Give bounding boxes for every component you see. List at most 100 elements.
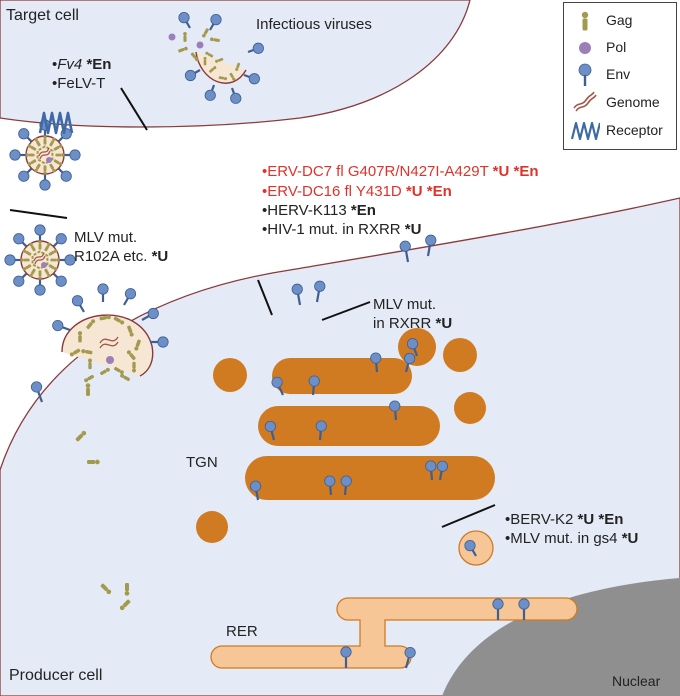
virus-mlv-r102a	[4, 224, 76, 296]
env-protein	[315, 420, 327, 441]
env-protein	[204, 84, 216, 101]
env-protein	[57, 167, 72, 182]
legend-item-receptor: Receptor	[564, 119, 676, 143]
env-protein	[64, 149, 81, 161]
gag-protein	[49, 163, 56, 173]
gag-protein	[27, 159, 37, 166]
gag-protein	[183, 31, 187, 42]
producer-cell	[0, 197, 680, 696]
receptor-icon	[570, 121, 600, 141]
annotation-herv-k113-tag: *En	[350, 202, 376, 219]
env-protein	[324, 475, 336, 496]
tgn-label: TGN	[186, 454, 218, 471]
env-icon	[578, 63, 592, 86]
env-protein	[52, 233, 67, 248]
env-protein	[243, 73, 260, 85]
annotation-mlv-rxrr-line2: in RXRR *U	[373, 315, 452, 333]
env-protein	[389, 400, 401, 421]
gag-protein	[218, 76, 228, 81]
block-line-target	[120, 87, 148, 131]
gag-protein	[100, 583, 112, 595]
gag-icon	[581, 11, 589, 31]
env-protein	[4, 254, 21, 266]
annotation-erv-dc7-tag: *U *En	[492, 163, 539, 180]
annotation-erv-dc7-text: •ERV-DC7 fl G407R/N427I-A429T	[262, 163, 493, 180]
legend-label-pol: Pol	[606, 39, 627, 55]
env-protein	[18, 167, 33, 182]
annotation-felv-name: FeLV-T	[57, 75, 106, 92]
gag-protein	[44, 242, 51, 252]
legend-item-pol: Pol	[564, 36, 676, 60]
gag-protein	[229, 72, 236, 81]
gag-protein	[29, 268, 36, 278]
infectious-virus-entering	[168, 12, 264, 104]
block-line-gs4	[441, 504, 496, 528]
virus-bound-receptor	[9, 119, 81, 191]
env-protein	[370, 352, 382, 373]
env-protein	[30, 381, 44, 403]
annotation-mlv-r102a-text: R102A etc.	[74, 248, 152, 265]
env-protein	[34, 224, 46, 241]
gag-protein	[50, 258, 60, 262]
nuclear-label: Nuclear	[612, 673, 661, 689]
annotation-herv-k113-text: •HERV-K113	[262, 202, 351, 219]
annotation-berv-k2: •BERV-K2 *U *En	[505, 511, 623, 529]
annotation-felv-bullet: •	[52, 75, 58, 92]
annotation-mlv-rxrr-line1: MLV mut.	[373, 296, 437, 313]
pol-particle	[196, 41, 204, 49]
legend-label-receptor: Receptor	[606, 122, 663, 138]
env-protein	[150, 336, 169, 348]
annotation-fv4-bullet: •	[52, 56, 58, 73]
vesicle-gs4	[458, 530, 494, 566]
gag-protein	[53, 144, 63, 151]
gag-protein	[85, 383, 91, 396]
gag-protein	[84, 374, 95, 383]
legend-item-env: Env	[564, 63, 676, 87]
env-protein	[264, 420, 276, 441]
gag-protein	[120, 373, 131, 382]
gag-protein	[132, 361, 136, 373]
block-line-membrane	[257, 279, 273, 316]
block-line-left	[9, 209, 68, 219]
annotation-mlv-r102a-line2: R102A etc. *U	[74, 248, 168, 266]
gag-protein	[208, 66, 217, 73]
annotation-berv-k2-text: •BERV-K2	[505, 511, 578, 528]
legend-item-gag: Gag	[564, 9, 676, 33]
env-protein	[340, 475, 352, 496]
gag-protein	[86, 319, 96, 330]
env-protein	[209, 14, 222, 31]
legend: Gag Pol Env Genome Recepto	[563, 2, 677, 150]
gag-protein	[124, 583, 130, 596]
producer-cell-label: Producer cell	[9, 667, 103, 684]
env-protein	[52, 272, 67, 287]
legend-label-gag: Gag	[606, 12, 633, 28]
env-protein	[71, 295, 85, 313]
gag-protein	[127, 325, 134, 337]
env-protein	[123, 288, 137, 306]
gag-protein	[134, 339, 141, 351]
gag-protein	[53, 159, 63, 166]
annotation-mlv-gs4: •MLV mut. in gs4 *U	[505, 530, 638, 548]
env-protein	[425, 234, 437, 257]
annotation-erv-dc16-text: •ERV-DC16 fl Y431D	[262, 183, 406, 200]
gag-protein	[99, 315, 111, 321]
env-protein	[9, 149, 26, 161]
gag-protein	[203, 56, 207, 66]
budding-virus	[52, 283, 169, 383]
gag-protein	[38, 270, 42, 280]
gag-protein	[126, 350, 136, 361]
infectious-viruses-label: Infectious viruses	[256, 16, 372, 33]
gag-protein	[75, 430, 87, 442]
rer-label: RER	[226, 623, 258, 640]
gag-protein	[22, 249, 32, 256]
legend-label-genome: Genome	[606, 94, 660, 110]
gag-protein	[178, 46, 188, 53]
gag-protein	[48, 249, 58, 256]
env-protein	[13, 233, 28, 248]
env-protein	[406, 338, 419, 357]
gag-protein	[113, 316, 125, 325]
receptor-on-target	[38, 111, 74, 135]
target-cell-label: Target cell	[6, 7, 79, 24]
gag-protein	[190, 52, 199, 62]
gag-protein	[88, 358, 92, 370]
